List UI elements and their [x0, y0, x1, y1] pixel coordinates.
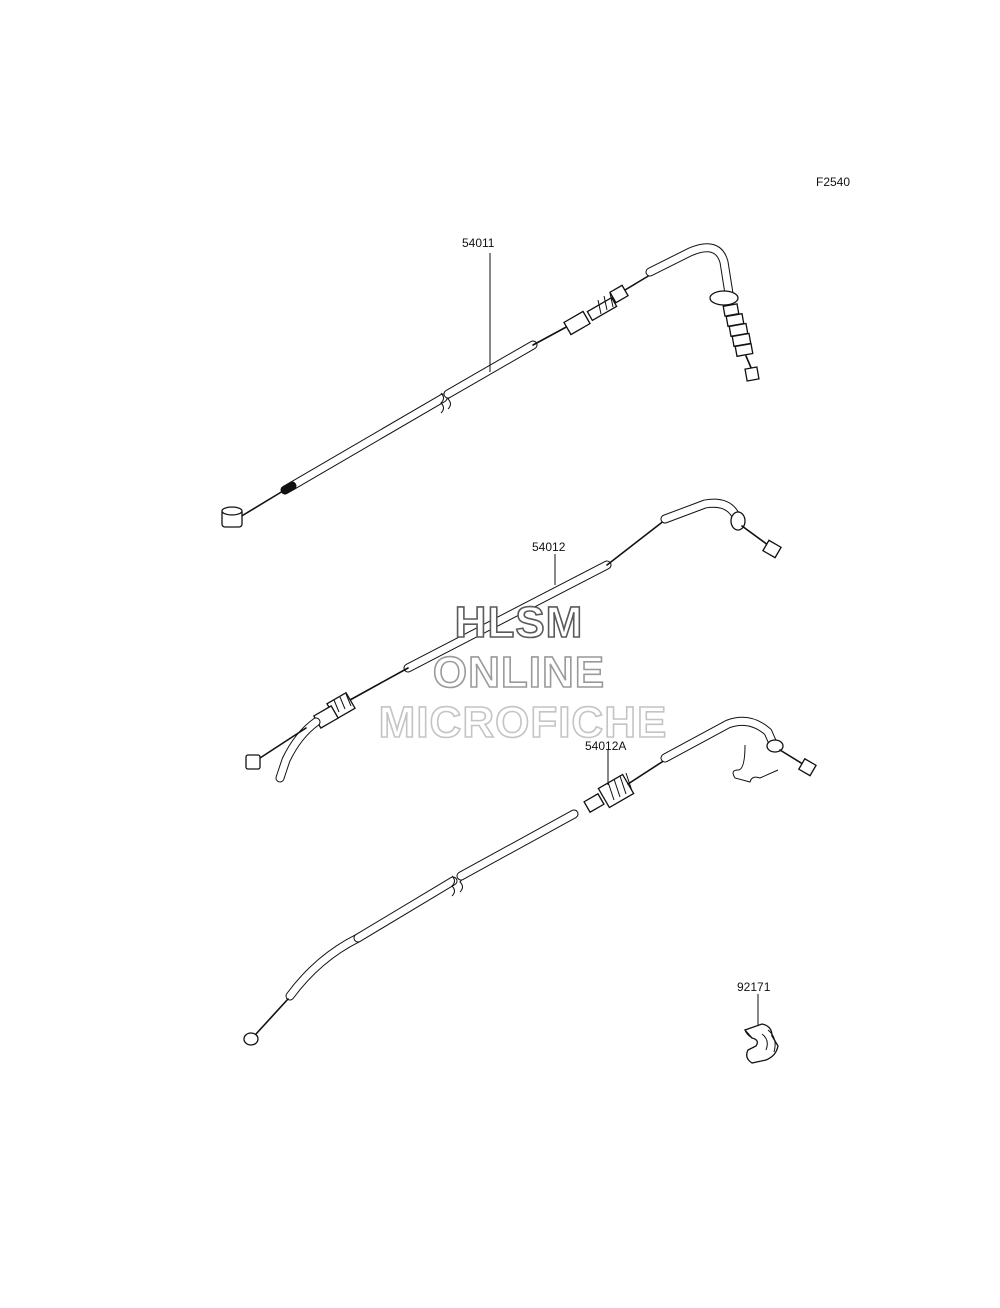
- cable-54012[interactable]: 54012: [245, 498, 782, 783]
- cable-54011[interactable]: 54011: [221, 236, 760, 528]
- part-label-92171[interactable]: 92171: [737, 980, 771, 994]
- part-label-54012a[interactable]: 54012A: [585, 739, 626, 753]
- watermark-line-2: ONLINE: [433, 648, 605, 697]
- part-label-54011[interactable]: 54011: [462, 236, 495, 250]
- watermark-line-3: MICROFICHE: [379, 698, 668, 747]
- watermark-line-1: HLSM: [455, 598, 584, 647]
- watermark: HLSM ONLINE MICROFICHE: [378, 597, 668, 748]
- figure-code: F2540: [816, 175, 850, 189]
- clamp-92171[interactable]: 92171: [737, 980, 779, 1064]
- cable-54012a[interactable]: 54012A: [243, 716, 817, 1046]
- part-label-54012[interactable]: 54012: [532, 540, 566, 554]
